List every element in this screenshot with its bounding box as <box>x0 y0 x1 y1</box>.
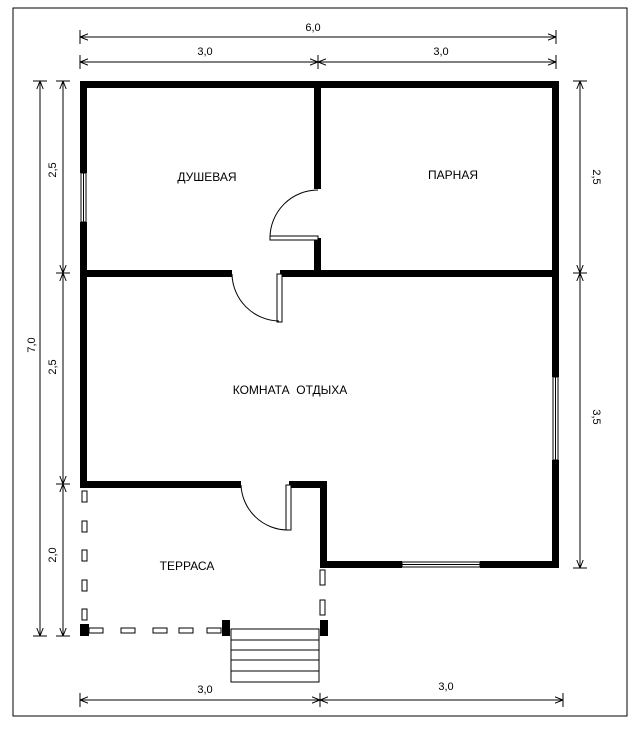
wall-terrace-vertical <box>320 481 327 568</box>
dim-right-2: 3,5 <box>590 409 602 424</box>
wall-terrace-right <box>289 481 327 488</box>
dim-left-total: 7,0 <box>26 337 38 352</box>
doors <box>231 189 319 531</box>
page-border <box>12 7 628 717</box>
dim-left-3: 2,0 <box>47 547 59 562</box>
wall-right-upper <box>552 81 559 377</box>
dim-left-1: 2,5 <box>47 162 59 177</box>
wall-left-upper <box>80 81 87 173</box>
room-label-rest: КОМНАТА ОТДЫХА <box>233 383 348 397</box>
terrace-railing <box>81 490 326 634</box>
wall-partition-vertical-bottom <box>314 238 321 276</box>
entrance-steps <box>230 628 320 683</box>
wall-bottom-left <box>320 561 402 568</box>
dim-top-total: 6,0 <box>305 22 320 34</box>
room-label-shower: ДУШЕВАЯ <box>177 170 236 184</box>
wall-terrace-left <box>80 481 241 488</box>
dimension-lines <box>33 30 587 707</box>
terrace-posts <box>80 620 328 636</box>
door-terrace <box>240 484 292 531</box>
dim-top-right: 3,0 <box>433 46 448 58</box>
dim-left-2: 2,5 <box>47 359 59 374</box>
wall-partition-horizontal-left <box>80 270 232 277</box>
wall-bottom-right <box>480 561 559 568</box>
walls <box>80 81 559 568</box>
wall-partition-horizontal-right <box>280 270 558 277</box>
dim-bottom-left: 3,0 <box>197 684 212 696</box>
dim-right-1: 2,5 <box>590 169 602 184</box>
room-label-steam: ПАРНАЯ <box>428 168 478 182</box>
wall-partition-vertical-top <box>314 81 321 189</box>
dim-top-left: 3,0 <box>197 46 212 58</box>
door-steam <box>269 189 319 241</box>
wall-right-lower <box>552 460 559 568</box>
dim-bottom-right: 3,0 <box>438 681 453 693</box>
room-label-terrace: ТЕРРАСА <box>160 559 215 573</box>
windows <box>80 172 559 568</box>
door-shower <box>231 273 283 323</box>
wall-left-lower <box>80 222 87 488</box>
